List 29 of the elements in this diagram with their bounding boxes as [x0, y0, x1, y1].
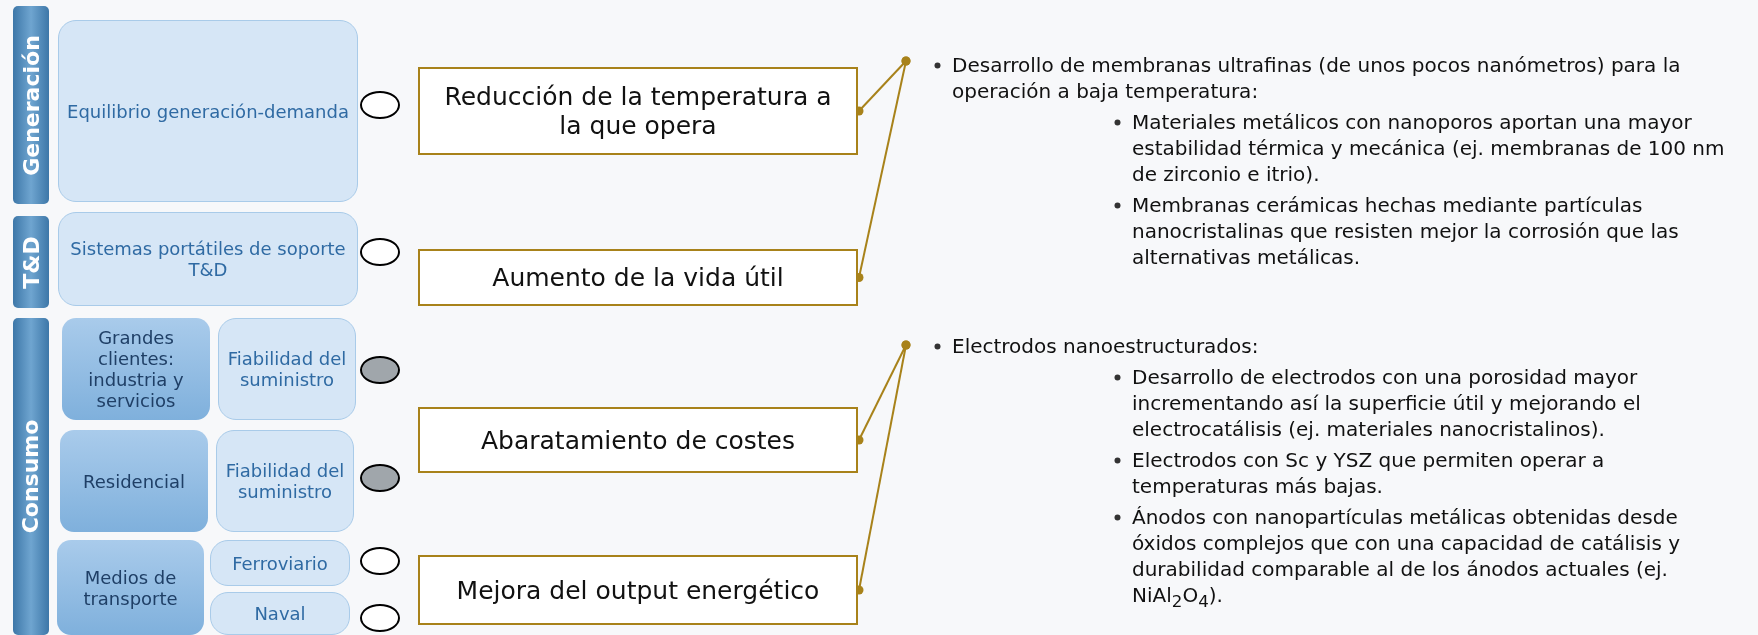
bullet-text: Ánodos con nanopartículas metálicas obtenidas desde óxidos complejos que con una capacidad de catálisis y durabilidad comparable al de los ánodos actuales (ej. NiAl$_{2}$O$_{4}$). [1132, 505, 1680, 607]
bullet-text: Desarrollo de membranas ultrafinas (de unos pocos nanómetros) para la operación a baja temperatura: [952, 53, 1681, 103]
section-tab: Consumo [13, 318, 49, 635]
status-circle [360, 547, 400, 575]
benefit-box: Mejora del output energético [418, 555, 858, 625]
category-box: Fiabilidad del suministro [218, 318, 356, 420]
category-box: Ferroviario [210, 540, 350, 586]
section-tab: Generación [13, 6, 49, 204]
section-tab: T&D [13, 216, 49, 308]
status-circle [360, 464, 400, 492]
bullet-text: Electrodos con Sc y YSZ que permiten operar a temperaturas más bajas. [1132, 448, 1605, 498]
category-box: Sistemas portátiles de soporte T&D [58, 212, 358, 306]
status-circle [360, 604, 400, 632]
segment-box: Grandes clientes: industria y servicios [62, 318, 210, 420]
category-box: Equilibrio generación-demanda [58, 20, 358, 202]
status-circle [360, 238, 400, 266]
bullet-text: Membranas cerámicas hechas mediante partículas nanocristalinas que resisten mejor la corrosión que las alternativas metálicas. [1132, 193, 1679, 269]
benefit-box: Abaratamiento de costes [418, 407, 858, 473]
status-circle [360, 91, 400, 119]
segment-box: Medios de transporte [57, 540, 204, 635]
benefit-box: Aumento de la vida útil [418, 249, 858, 306]
category-box: Naval [210, 592, 350, 635]
status-circle [360, 356, 400, 384]
bullet-text: Desarrollo de electrodos con una porosidad mayor incrementando así la superficie útil y mejorando el electrocatálisis (ej. materiales nanocristalinos). [1132, 365, 1641, 441]
category-box: Fiabilidad del suministro [216, 430, 354, 532]
bullet-text: Materiales metálicos con nanoporos aportan una mayor estabilidad térmica y mecánica (ej. membranas de 100 nm de zirconio e itrio). [1132, 110, 1725, 186]
bullet-text: Electrodos nanoestructurados: [952, 334, 1259, 358]
benefit-box: Reducción de la temperatura a la que opera [418, 67, 858, 155]
segment-box: Residencial [60, 430, 208, 532]
